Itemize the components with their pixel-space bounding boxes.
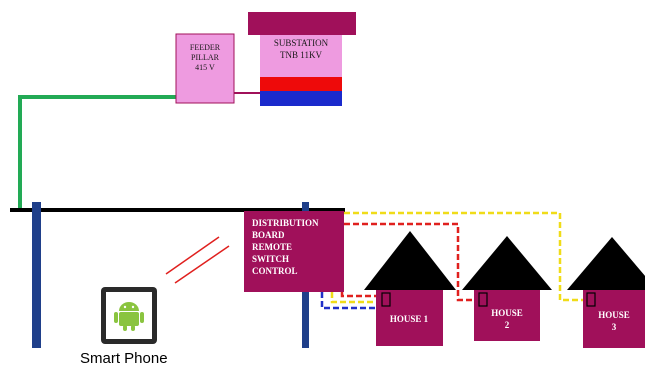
left-pole (32, 202, 41, 348)
substation-label-line-1: SUBSTATION (274, 38, 329, 48)
distribution-board-label-line-2: BOARD (252, 230, 285, 240)
android-icon (114, 302, 144, 331)
android-icon-body (119, 312, 139, 326)
yellow-wire-house-1 (330, 292, 384, 304)
house-3-switch (586, 292, 596, 307)
yellow-wire-house-3 (344, 211, 583, 302)
substation: SUBSTATION TNB 11KV (248, 12, 356, 106)
signal-line-lower (174, 245, 230, 284)
house-1-body (376, 290, 443, 346)
house-1-switch (381, 292, 391, 307)
house-3: HOUSE 3 (567, 237, 645, 348)
red-wire-house-2 (344, 222, 479, 302)
substation-roof (248, 12, 356, 35)
house-1: HOUSE 1 (364, 231, 456, 346)
android-icon-left-arm (114, 312, 118, 323)
distribution-board-box (244, 211, 344, 292)
feeder-pillar-label-line-1: FEEDER (190, 43, 221, 52)
smartphone-caption: Smart Phone (80, 350, 168, 367)
house-2-label-line-2: 2 (505, 320, 510, 330)
substation-blue-band (260, 91, 342, 106)
android-icon-left-eye (123, 305, 127, 309)
house-3-label-line-2: 3 (612, 322, 617, 332)
android-icon-right-leg (131, 325, 135, 331)
substation-label-line-2: TNB 11KV (280, 50, 322, 60)
green-supply-cable (18, 95, 176, 210)
substation-red-band (260, 77, 342, 92)
house-2-switch (478, 292, 488, 307)
blue-wire-house-1 (320, 292, 384, 310)
distribution-board-label-line-3: REMOTE (252, 242, 292, 252)
feeder-pillar-label-line-2: PILLAR (191, 53, 220, 62)
house-3-body (583, 290, 645, 348)
feeder-pillar-box (175, 33, 235, 104)
signal-line-upper (165, 236, 220, 275)
red-wire-house-1 (340, 292, 384, 298)
house-2: HOUSE 2 (462, 236, 552, 341)
substation-body (260, 35, 342, 78)
distribution-board-label-line-1: DISTRIBUTION (252, 218, 319, 228)
distribution-board: DISTRIBUTION BOARD REMOTE SWITCH CONTROL (244, 211, 344, 292)
house-2-label-line-1: HOUSE (491, 308, 523, 318)
distribution-board-label-line-4: SWITCH (252, 254, 289, 264)
android-icon-head (119, 302, 139, 311)
house-3-roof (567, 237, 645, 290)
house-2-body (474, 290, 540, 341)
android-icon-right-arm (140, 312, 144, 323)
house-1-label: HOUSE 1 (390, 314, 429, 324)
house-2-roof (462, 236, 552, 290)
smartphone: Smart Phone (80, 287, 168, 367)
android-icon-right-eye (131, 305, 135, 309)
house-3-label-line-1: HOUSE (598, 310, 630, 320)
distribution-board-label-line-5: CONTROL (252, 266, 298, 276)
android-icon-left-leg (123, 325, 127, 331)
feeder-pillar: FEEDER PILLAR 415 V (175, 33, 235, 104)
house-1-roof (364, 231, 456, 290)
feeder-pillar-label-line-3: 415 V (195, 63, 215, 72)
